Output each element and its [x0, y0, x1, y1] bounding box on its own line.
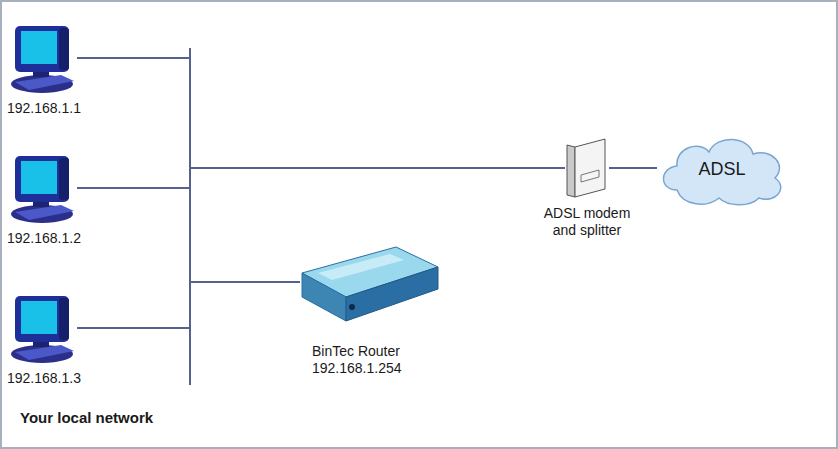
router-icon	[300, 237, 440, 327]
device-label: 192.168.1.3	[7, 370, 101, 387]
network-cable	[77, 168, 565, 188]
network-name: ADSL	[657, 130, 787, 208]
computer-icon	[7, 22, 77, 94]
network-cable	[77, 58, 565, 168]
computer-node: 192.168.1.3	[7, 292, 101, 387]
modem-icon	[565, 137, 609, 199]
device-label: 192.168.1.1	[7, 100, 101, 117]
device-label: 192.168.1.2	[7, 230, 101, 247]
computer-icon	[7, 152, 77, 224]
computer-node: 192.168.1.1	[7, 22, 101, 117]
device-label: BinTec Router 192.168.1.254	[312, 343, 422, 377]
network-cable	[190, 168, 565, 282]
computer-icon	[7, 292, 77, 364]
network-cable	[609, 167, 657, 169]
computer-node: 192.168.1.2	[7, 152, 101, 247]
cloud-node: ADSL	[657, 130, 791, 208]
network-cable	[77, 168, 565, 328]
router-node: BinTec Router 192.168.1.254	[300, 237, 445, 377]
modem-node: ADSL modem and splitter	[532, 137, 642, 239]
region-heading: Your local network	[20, 409, 153, 427]
device-label: ADSL modem and splitter	[537, 205, 637, 239]
